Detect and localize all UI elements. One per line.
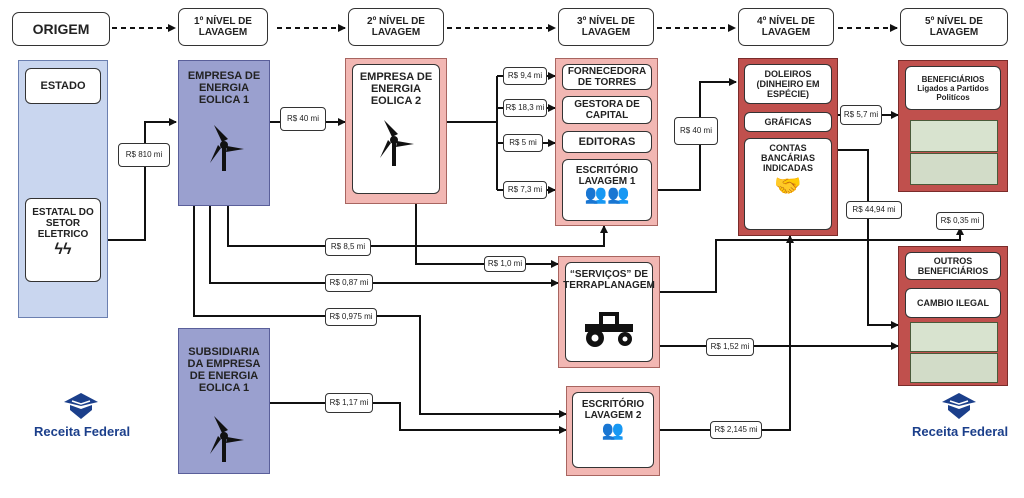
estatal-label: ESTATAL DO SETOR ELETRICO [32,207,94,240]
dollar-bill-image [910,120,998,152]
empresa2-label: EMPRESA DE ENERGIA EOLICA 2 [359,71,433,107]
escritorio1-label: ESCRITÓRIO LAVAGEM 1 [575,165,639,187]
receita-federal-emblem-icon [64,393,98,419]
receita-federal-logo-left: Receita Federal [34,424,131,439]
empresa1-label: EMPRESA DE ENERGIA EOLICA 1 [187,70,261,106]
header-nivel-1: 1º NÍVEL DE LAVAGEM [178,8,268,46]
cambio-box: CAMBIO ILEGAL [905,288,1001,318]
header-nivel-3: 3º NÍVEL DE LAVAGEM [558,8,654,46]
outros-box: OUTROS BENEFICIÁRIOS [905,252,1001,280]
escritorio2-label: ESCRITÓRIO LAVAGEM 2 [581,399,645,421]
amount-8-5: R$ 8,5 mi [325,238,371,256]
editoras-box: EDITORAS [562,131,652,153]
header-origem: ORIGEM [12,12,110,46]
spy-group-icon: 👥👥 [584,184,630,204]
amount-40-doleiros: R$ 40 mi [674,117,718,145]
dollar-bill-image [910,322,998,352]
amount-0-35: R$ 0,35 mi [936,212,984,230]
header-nivel-4: 4º NÍVEL DE LAVAGEM [738,8,834,46]
tractor-icon [585,312,633,347]
escritorio2-box: ESCRITÓRIO LAVAGEM 2 👥 [572,392,654,468]
estatal-box: ESTATAL DO SETOR ELETRICO ϟϟ [25,198,101,282]
amount-9-4: R$ 9,4 mi [503,67,547,85]
empresa2-box: EMPRESA DE ENERGIA EOLICA 2 [352,64,440,194]
dollar-bill-image [910,153,998,185]
terraplanagem-label: “SERVIÇOS” DE TERRAPLANAGEM [563,269,655,291]
amount-5: R$ 5 mi [503,134,543,152]
amount-7-3: R$ 7,3 mi [503,181,547,199]
doleiros-box: DOLEIROS (DINHEIRO EM ESPÉCIE) [744,64,832,104]
amount-2-145: R$ 2,145 mi [710,421,762,439]
empresa1-panel [178,60,270,206]
lightning-icon: ϟϟ [54,241,72,258]
amount-1-17: R$ 1,17 mi [325,393,373,413]
header-nivel-5: 5º NÍVEL DE LAVAGEM [900,8,1008,46]
wind-turbine-icon [210,125,244,171]
fornecedora-box: FORNECEDORA DE TORRES [562,64,652,90]
amount-0-975: R$ 0,975 mi [325,308,377,326]
graficas-box: GRÁFICAS [744,112,832,132]
amount-1-52: R$ 1,52 mi [706,338,754,356]
gestora-box: GESTORA DE CAPITAL [562,96,652,124]
subsidiaria-label: SUBSIDIARIA DA EMPRESA DE ENERGIA EOLICA… [187,346,261,394]
amount-5-7: R$ 5,7 mi [840,105,882,125]
receita-federal-emblem-icon [942,393,976,419]
amount-0-87: R$ 0,87 mi [325,274,373,292]
handshake-icon: 🤝 [774,173,802,198]
amount-44-94: R$ 44,94 mi [846,201,902,219]
amount-18-3: R$ 18,3 mi [503,99,547,117]
dollar-bill-image [910,353,998,383]
amount-1-0: R$ 1,0 mi [484,256,526,272]
amount-810: R$ 810 mi [118,143,170,167]
spy-group-icon: 👥 [601,420,625,440]
beneficiarios-box: BENEFICIÁRIOS Ligados a Partidos Politíc… [905,66,1001,110]
wind-turbine-icon [210,416,244,462]
amount-40-empresa2: R$ 40 mi [280,107,326,131]
header-nivel-2: 2º NÍVEL DE LAVAGEM [348,8,444,46]
escritorio1-box: ESCRITÓRIO LAVAGEM 1 👥👥 [562,159,652,221]
contas-box: CONTAS BANCÁRIAS INDICADAS 🤝 [744,138,832,230]
receita-federal-logo-right: Receita Federal [912,424,1009,439]
contas-label: CONTAS BANCÁRIAS INDICADAS [761,143,815,173]
estado-box: ESTADO [25,68,101,104]
wind-turbine-icon [380,120,414,166]
